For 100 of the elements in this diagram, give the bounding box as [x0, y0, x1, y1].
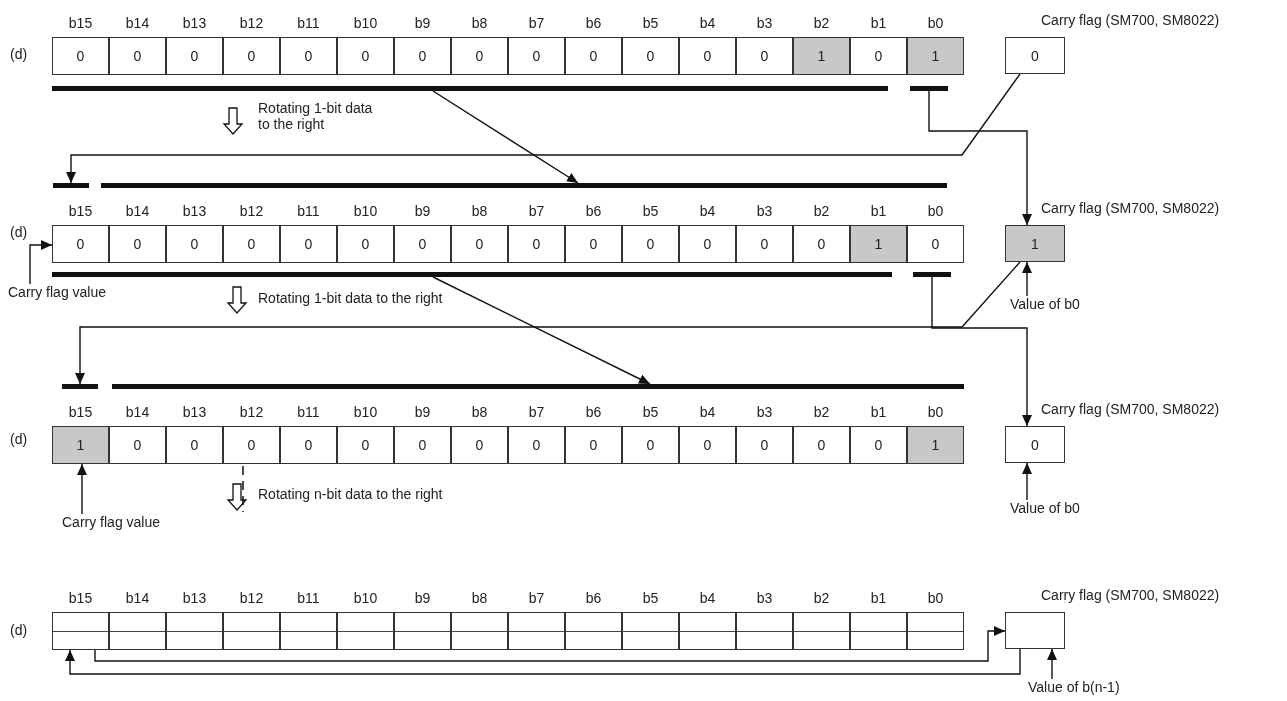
bit-label: b8 — [470, 203, 489, 219]
annotation-text: Carry flag value — [62, 514, 161, 530]
bit-label: b3 — [755, 203, 774, 219]
register-cell: 0 — [109, 225, 166, 263]
bracket-bar — [53, 183, 89, 188]
register-cell: 1 — [907, 426, 964, 464]
register-cell: 0 — [337, 37, 394, 75]
register-cell: 0 — [166, 37, 223, 75]
bit-label: b1 — [869, 404, 888, 420]
bit-label: b14 — [124, 404, 151, 420]
bracket-bar — [913, 272, 951, 277]
bit-label: b11 — [296, 15, 321, 31]
register-cell: 1 — [793, 37, 850, 75]
bit-label: b10 — [352, 404, 379, 420]
bit-label: b13 — [181, 404, 208, 420]
flag-label: Carry flag (SM700, SM8022) — [1041, 12, 1220, 28]
register-cell: 1 — [907, 37, 964, 75]
bit-label: b5 — [641, 590, 660, 606]
register-label: (d) — [10, 46, 28, 62]
bit-label: b15 — [67, 203, 94, 219]
bit-label: b9 — [413, 590, 432, 606]
arrow — [65, 648, 1021, 675]
leader-line — [1022, 261, 1032, 297]
register-cell: 0 — [109, 37, 166, 75]
bracket-bar — [101, 183, 947, 188]
register-cell: 0 — [394, 37, 451, 75]
register-cell: 0 — [622, 225, 679, 263]
bit-label: b8 — [470, 404, 489, 420]
register-cell: 0 — [907, 225, 964, 263]
register-cell: 0 — [736, 225, 793, 263]
carry-flag-box: 1 — [1005, 225, 1065, 262]
register-cell: 0 — [850, 426, 907, 464]
leader-line — [1022, 462, 1032, 501]
register-cell: 0 — [508, 426, 565, 464]
bit-label: b7 — [527, 404, 546, 420]
bit-label: b15 — [67, 15, 94, 31]
bit-label: b8 — [470, 15, 489, 31]
register-cell: 0 — [679, 426, 736, 464]
annotation-text: Value of b0 — [1010, 500, 1080, 516]
register-cell: 0 — [280, 225, 337, 263]
register-cell: 0 — [223, 225, 280, 263]
register-cell: 0 — [166, 426, 223, 464]
register-cell: 0 — [280, 426, 337, 464]
bit-label: b5 — [641, 203, 660, 219]
bit-label: b1 — [869, 15, 888, 31]
register-cell: 0 — [850, 37, 907, 75]
register-cell: 0 — [166, 225, 223, 263]
bit-label: b7 — [527, 203, 546, 219]
bit-label: b13 — [181, 15, 208, 31]
bit-label: b7 — [527, 590, 546, 606]
bit-label: b9 — [413, 404, 432, 420]
bit-label: b2 — [812, 15, 831, 31]
bit-label: b4 — [698, 590, 717, 606]
bit-label: b12 — [238, 404, 265, 420]
caption-text: Rotating 1-bit data to the right — [258, 100, 374, 132]
register-cell: 0 — [565, 37, 622, 75]
bit-label: b2 — [812, 590, 831, 606]
flag-label: Carry flag (SM700, SM8022) — [1041, 200, 1220, 216]
carry-flag-box: 0 — [1005, 426, 1065, 463]
arrow — [928, 90, 1032, 226]
bit-label: b11 — [296, 404, 321, 420]
bit-label: b3 — [755, 590, 774, 606]
arrow — [75, 261, 1021, 385]
bit-label: b1 — [869, 203, 888, 219]
register-cell: 0 — [508, 225, 565, 263]
register-cell: 0 — [679, 225, 736, 263]
register-cell: 0 — [223, 426, 280, 464]
bit-label: b13 — [181, 590, 208, 606]
bit-label: b14 — [124, 15, 151, 31]
bit-label: b6 — [584, 404, 603, 420]
arrow — [931, 276, 1032, 427]
bit-label: b14 — [124, 590, 151, 606]
bit-label: b3 — [755, 15, 774, 31]
bit-label: b4 — [698, 15, 717, 31]
register-cell: 0 — [394, 426, 451, 464]
register-cell: 0 — [52, 225, 109, 263]
register-label: (d) — [10, 431, 28, 447]
bit-label: b1 — [869, 590, 888, 606]
bit-label: b10 — [352, 590, 379, 606]
register-cell: 0 — [451, 225, 508, 263]
bit-label: b2 — [812, 203, 831, 219]
bit-label: b12 — [238, 15, 265, 31]
bracket-bar — [52, 272, 892, 277]
bit-label: b5 — [641, 404, 660, 420]
arrow — [66, 73, 1021, 184]
register-cell: 0 — [736, 37, 793, 75]
bit-label: b5 — [641, 15, 660, 31]
bit-label: b13 — [181, 203, 208, 219]
register-cell: 0 — [565, 426, 622, 464]
flag-label: Carry flag (SM700, SM8022) — [1041, 401, 1220, 417]
leader-line — [1047, 648, 1057, 680]
bit-label: b8 — [470, 590, 489, 606]
register-cell: 1 — [850, 225, 907, 263]
bit-label: b0 — [926, 404, 945, 420]
leader-line — [77, 463, 87, 515]
carry-flag-box: 0 — [1005, 37, 1065, 74]
bit-label: b0 — [926, 15, 945, 31]
register-cell: 0 — [223, 37, 280, 75]
register-cell: 0 — [565, 225, 622, 263]
bit-label: b2 — [812, 404, 831, 420]
